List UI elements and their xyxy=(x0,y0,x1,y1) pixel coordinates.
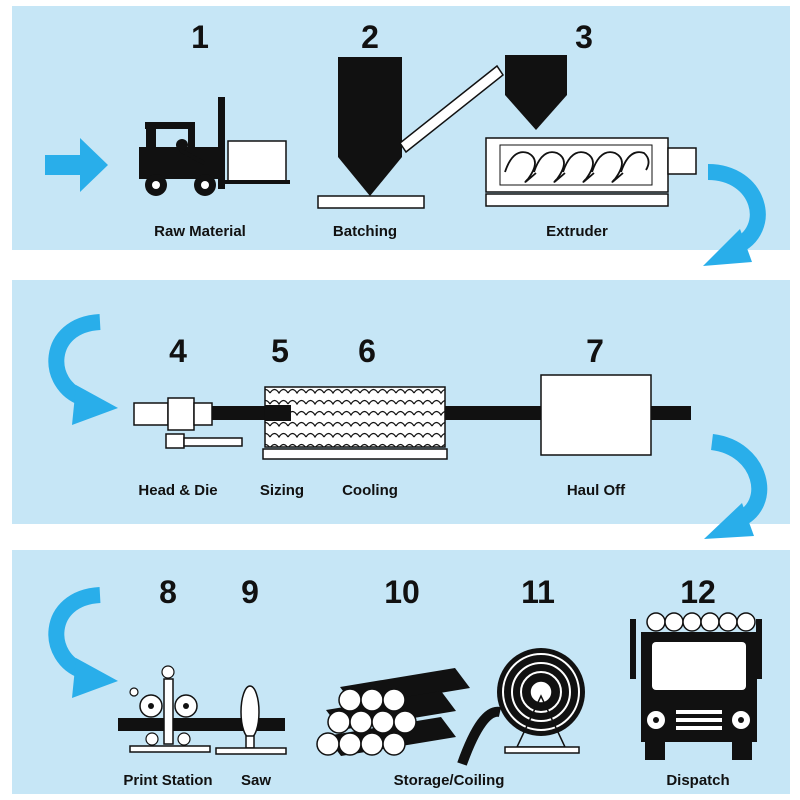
stage-number-5: 5 xyxy=(271,333,289,369)
stage-label-saw: Saw xyxy=(241,772,271,789)
curved-arrow-icon xyxy=(48,314,118,425)
flow-arrow-icon xyxy=(45,138,108,192)
stage-number-4: 4 xyxy=(169,333,187,369)
stage-label-haul-off: Haul Off xyxy=(567,482,626,499)
curved-arrow-icon xyxy=(704,434,768,539)
stage-number-2: 2 xyxy=(361,19,379,55)
stage-number-9: 9 xyxy=(241,574,259,610)
haul-off-icon xyxy=(540,374,691,456)
stage-label-sizing: Sizing xyxy=(260,482,304,499)
stage-number-11: 11 xyxy=(521,574,555,610)
stage-number-3: 3 xyxy=(575,19,593,55)
curved-arrow-icon xyxy=(48,587,118,698)
cooling-tank-icon xyxy=(262,386,448,460)
sizing-icon xyxy=(265,405,291,421)
stage-number-7: 7 xyxy=(586,333,604,369)
saw-icon xyxy=(215,685,287,755)
stage-label-cooling: Cooling xyxy=(342,482,398,499)
curved-arrow-icon xyxy=(703,164,766,266)
pipe-segment xyxy=(118,718,285,731)
stage-number-6: 6 xyxy=(358,333,376,369)
stage-label-extruder: Extruder xyxy=(546,223,608,240)
pipe-segment xyxy=(445,406,542,420)
stage-label-batching: Batching xyxy=(333,223,397,240)
truck-icon xyxy=(630,612,762,760)
stage-number-1: 1 xyxy=(191,19,209,55)
stage-label-raw-material: Raw Material xyxy=(154,223,246,240)
stage-label-storage-coiling: Storage/Coiling xyxy=(394,772,505,789)
stage-number-10: 10 xyxy=(384,574,420,610)
stage-label-dispatch: Dispatch xyxy=(666,772,729,789)
stage-number-8: 8 xyxy=(159,574,177,610)
coil-reel-icon xyxy=(457,648,585,766)
stage-label-print-station: Print Station xyxy=(123,772,212,789)
head-die-icon xyxy=(133,397,272,449)
print-station-icon xyxy=(129,665,211,753)
pipe-bundle-icon xyxy=(316,668,470,756)
batching-hopper-icon xyxy=(317,57,505,209)
forklift-icon xyxy=(139,97,290,196)
stage-label-head-die: Head & Die xyxy=(138,482,217,499)
extruder-icon xyxy=(485,55,697,207)
stage-number-12: 12 xyxy=(680,574,716,610)
